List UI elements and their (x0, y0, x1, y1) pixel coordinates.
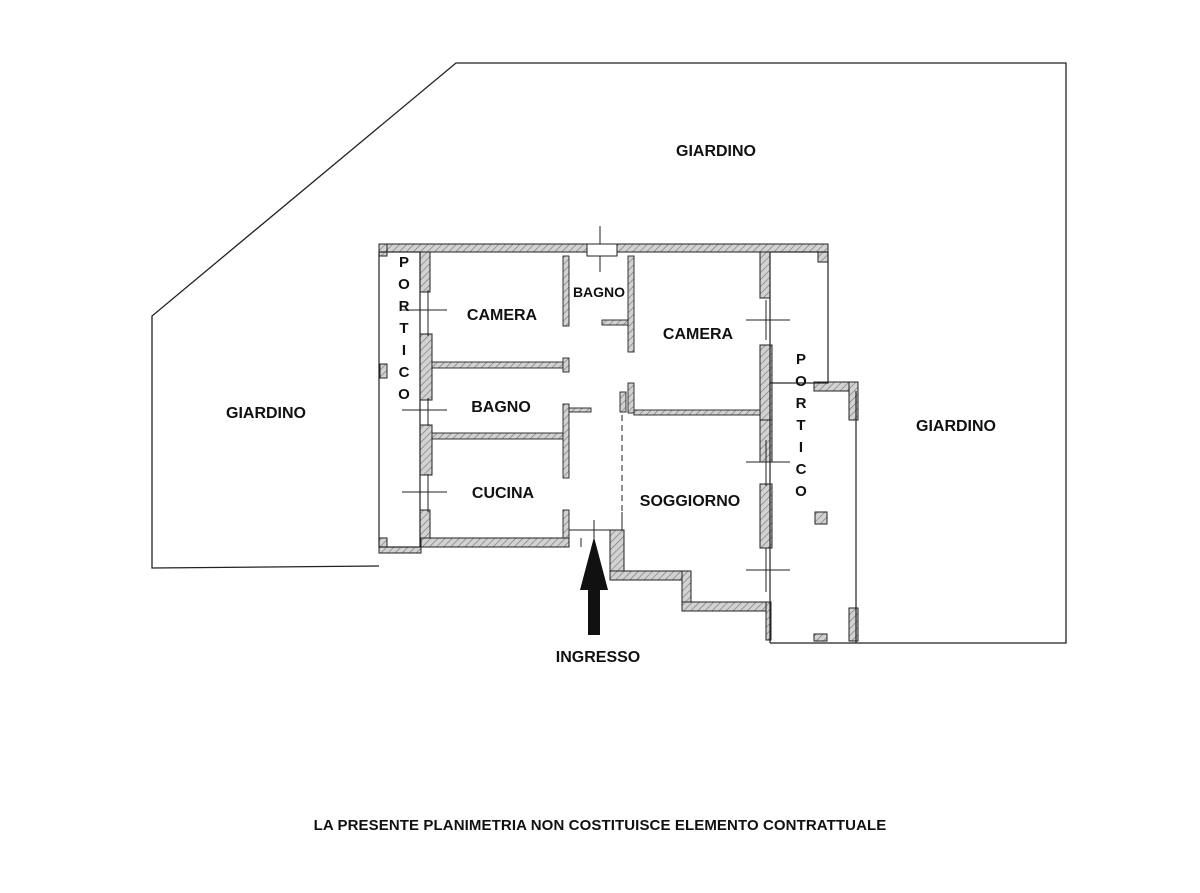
room-camera-right-label: CAMERA (663, 326, 734, 343)
interior-walls (431, 255, 761, 539)
opening-markers (402, 226, 790, 592)
room-soggiorno-label: SOGGIORNO (640, 493, 740, 510)
room-bagno-top-label: BAGNO (573, 284, 625, 300)
portico-left-label: PORTICO (396, 254, 413, 408)
room-bagno-middle-label: BAGNO (471, 399, 531, 416)
entrance-arrow-icon (580, 537, 608, 635)
room-cucina-label: CUCINA (472, 485, 535, 502)
garden-left-label: GIARDINO (226, 405, 306, 422)
garden-top-label: GIARDINO (676, 143, 756, 160)
room-camera-left-label: CAMERA (467, 307, 538, 324)
garden-right-label: GIARDINO (916, 418, 996, 435)
portico-right-label: PORTICO (793, 351, 810, 505)
disclaimer-text: LA PRESENTE PLANIMETRIA NON COSTITUISCE … (313, 817, 887, 834)
lot-outline-left (151, 62, 1067, 644)
entrance-label: INGRESSO (556, 649, 640, 666)
outer-walls (378, 243, 859, 642)
portico-outlines (378, 251, 857, 644)
